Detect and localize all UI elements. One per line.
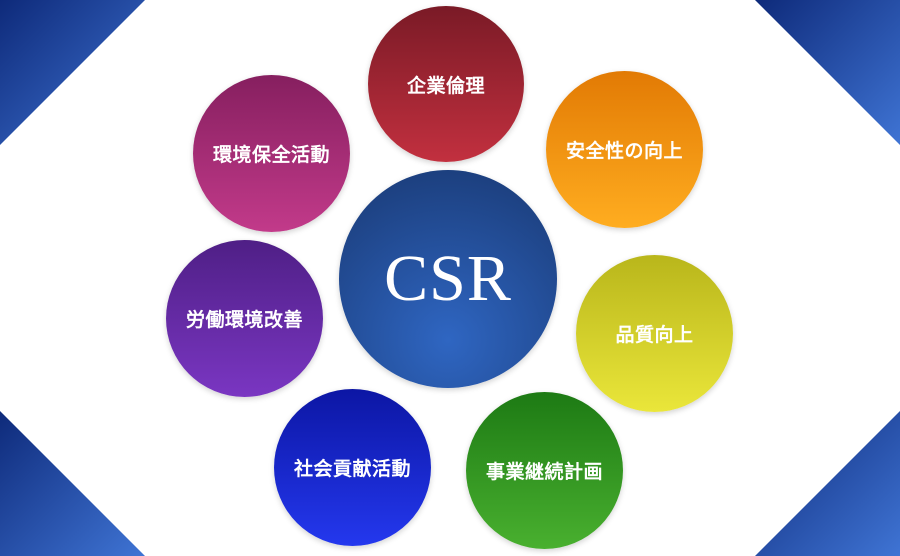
node-quality: 品質向上 (576, 255, 733, 412)
node-environment-label: 環境保全活動 (212, 144, 330, 166)
node-safety: 安全性の向上 (546, 71, 703, 228)
csr-center-circle: CSR (339, 170, 557, 388)
node-safety-label: 安全性の向上 (565, 140, 683, 162)
node-labor-label: 労働環境改善 (185, 309, 303, 331)
corner-top-left (0, 0, 145, 145)
node-bcp: 事業継続計画 (466, 392, 623, 549)
node-ethics: 企業倫理 (368, 6, 524, 162)
node-ethics-label: 企業倫理 (406, 74, 485, 97)
corner-bottom-left (0, 411, 145, 556)
node-social-label: 社会貢献活動 (293, 458, 411, 480)
node-quality-label: 品質向上 (615, 324, 694, 346)
node-labor: 労働環境改善 (166, 240, 323, 397)
node-social: 社会貢献活動 (274, 389, 431, 546)
csr-center-label: CSR (384, 242, 512, 315)
node-bcp-label: 事業継続計画 (485, 461, 603, 483)
corner-bottom-right (755, 411, 900, 556)
node-environment: 環境保全活動 (193, 75, 350, 232)
corner-top-right (755, 0, 900, 145)
